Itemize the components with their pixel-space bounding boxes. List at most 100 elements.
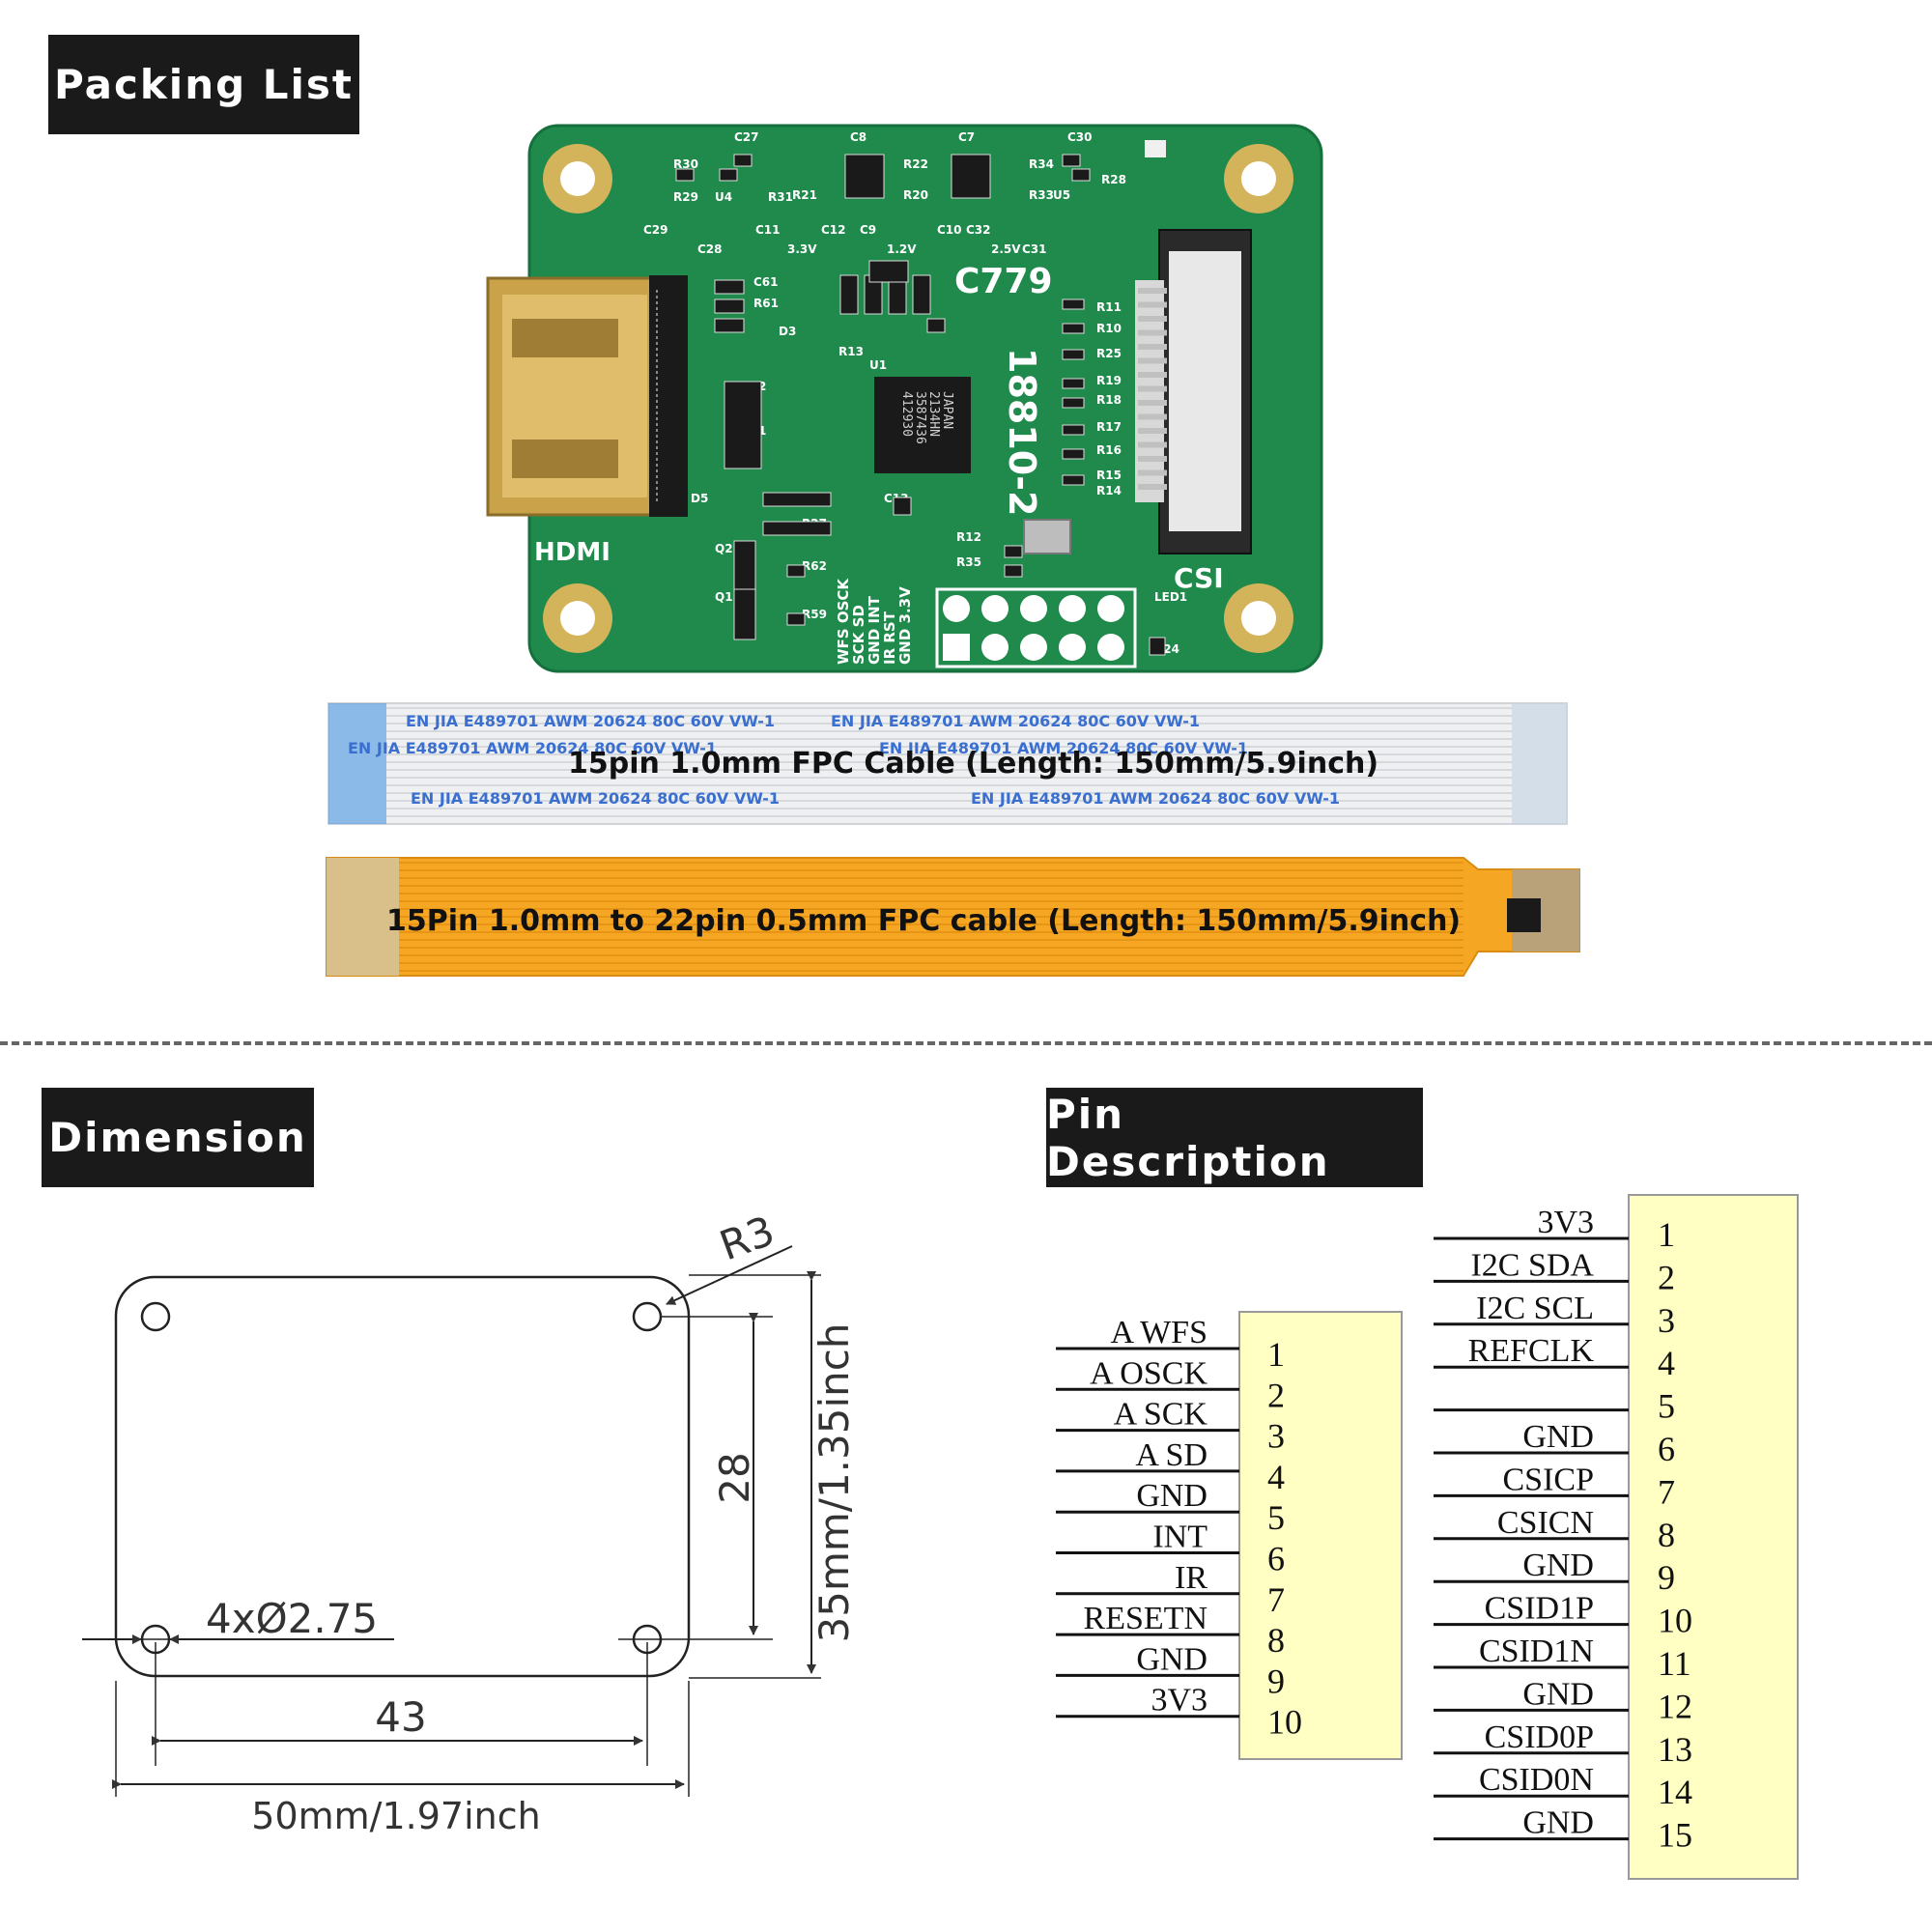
pin-number: 5 [1267, 1498, 1285, 1537]
header-label: GND INT [866, 595, 883, 665]
csi-pin [1138, 413, 1167, 420]
smd-component [1062, 474, 1085, 486]
smd-component [1062, 397, 1085, 409]
hdmi-label: HDMI [534, 538, 611, 567]
component-label: C29 [643, 223, 668, 237]
section-divider [0, 1041, 1932, 1045]
mounting-hole-top-right [1224, 144, 1293, 213]
csi-pin [1138, 357, 1167, 364]
smd-component [724, 381, 762, 469]
pin-number: 14 [1658, 1773, 1692, 1811]
csi-pin [1138, 344, 1167, 350]
fpc-cable-15pin: EN JIA E489701 AWM 20624 80C 60V VW-1 EN… [327, 702, 1568, 825]
component-label: R18 [1096, 393, 1122, 407]
component-label: R33 [1029, 188, 1054, 202]
smd-component [1062, 349, 1085, 360]
ic-marking: 2134HN [926, 391, 941, 437]
ic-marking: 412930 [899, 391, 914, 437]
pin-name: I2C SDA [1470, 1247, 1594, 1283]
pin-name: CSICP [1503, 1462, 1595, 1497]
cable-print-4: EN JIA E489701 AWM 20624 80C 60V VW-1 [879, 739, 1248, 757]
pin-name: 3V3 [1537, 1205, 1594, 1240]
pin-number: 10 [1267, 1703, 1302, 1742]
component-label: R25 [1096, 347, 1122, 360]
pin-number: 3 [1267, 1417, 1285, 1456]
pin-number: 8 [1658, 1516, 1675, 1554]
component-label: R11 [1096, 300, 1122, 314]
pin-number: 2 [1267, 1376, 1285, 1414]
smd-component [1071, 168, 1091, 182]
smd-component [1062, 323, 1085, 334]
csi-pin [1138, 329, 1167, 336]
component-label: C61 [753, 275, 779, 289]
csi-pin [1138, 484, 1167, 490]
component-label: D5 [691, 492, 708, 505]
pin-number: 1 [1658, 1215, 1675, 1254]
csi-pin [1138, 288, 1167, 294]
pin-header [935, 587, 1137, 668]
pin-number: 6 [1658, 1430, 1675, 1468]
pin-name: GND [1136, 1641, 1208, 1677]
header-pad [981, 634, 1009, 661]
pin-number: 6 [1267, 1540, 1285, 1578]
csi-pin [1138, 428, 1167, 434]
smd-component [1004, 545, 1023, 558]
component-label: D3 [779, 325, 796, 338]
header-label: WFS OSCK [835, 578, 852, 665]
header-pad [943, 595, 970, 622]
smd-component [733, 588, 756, 640]
component-label: C12 [821, 223, 846, 237]
smd-component [714, 279, 745, 295]
component-label: R13 [838, 345, 864, 358]
pin-name: RESETN [1084, 1601, 1208, 1636]
crystal-oscillator [1023, 519, 1071, 554]
component-label: R16 [1096, 443, 1122, 457]
smd-component [893, 497, 912, 516]
component-label: C10 [937, 223, 962, 237]
component-label: C7 [958, 130, 975, 144]
pin-name: REFCLK [1468, 1333, 1595, 1369]
component-label: U4 [715, 190, 732, 204]
pin-number: 11 [1658, 1644, 1691, 1683]
component-label: R34 [1029, 157, 1054, 171]
component-label: R21 [792, 188, 817, 202]
smd-component [1062, 298, 1085, 310]
pin-number: 1 [1267, 1335, 1285, 1374]
component-label: U1 [869, 358, 887, 372]
component-label: R35 [956, 555, 981, 569]
pin-name: A SD [1135, 1437, 1208, 1473]
component-label: 1.2V [887, 242, 917, 256]
component-label: Q2 [715, 542, 733, 555]
pin-name: GND [1136, 1478, 1208, 1514]
component-label: C32 [966, 223, 991, 237]
pin-number: 5 [1658, 1387, 1675, 1426]
component-label: C27 [734, 130, 759, 144]
csi-pin [1138, 372, 1167, 378]
pin-name: CSID0N [1479, 1762, 1594, 1798]
hdmi-connector [486, 275, 688, 517]
total-width-label: 50mm/1.97inch [251, 1795, 540, 1837]
radius-label: R3 [714, 1207, 781, 1269]
pin-name: A SCK [1114, 1397, 1208, 1433]
power-led [1145, 140, 1166, 157]
smd-component [1004, 564, 1023, 578]
header-pad [1020, 595, 1047, 622]
cable-print-5: EN JIA E489701 AWM 20624 80C 60V VW-1 [411, 789, 780, 808]
csi-pins [1138, 288, 1167, 490]
smd-component [786, 612, 806, 626]
component-label: R14 [1096, 484, 1122, 497]
pin-name: GND [1522, 1805, 1594, 1841]
component-label: R30 [673, 157, 698, 171]
component-label: R10 [1096, 322, 1122, 335]
smd-component [926, 318, 946, 333]
pin-name: CSID1N [1479, 1634, 1594, 1669]
component-label: R20 [903, 188, 928, 202]
csi-pin [1138, 469, 1167, 476]
board-outline [114, 1275, 691, 1678]
component-label: 2.5V [991, 242, 1021, 256]
pin-number: 4 [1658, 1344, 1675, 1382]
header-label: GND 3.3V [896, 586, 914, 665]
